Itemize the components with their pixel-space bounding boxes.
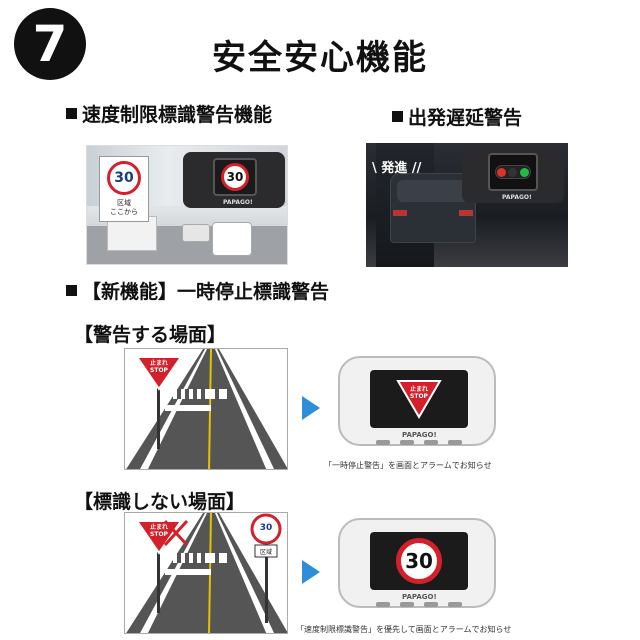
section-speed-heading: 速度制限標識警告機能 [66,100,272,127]
arrow-right-icon [302,396,320,420]
section-number: 7 [32,15,68,73]
brand-logo: PAPAGO! [402,593,437,601]
square-bullet-icon [392,111,403,122]
page-title: 安全安心機能 [212,38,428,78]
brand-logo: PAPAGO! [402,431,437,439]
start-overlay-text: \ 発進 // [372,161,422,176]
cam-speed-sign: 30 [396,538,442,584]
road-graphic [126,349,287,469]
stop-sign-text: 止まれ STOP [149,524,168,538]
scene-warn-caption: 「一時停止警告」を画面とアラームでお知らせ [324,461,492,470]
dashcam-small: 30 PAPAGO! [183,152,285,208]
speed-limit-sign: 30 [107,161,141,195]
speed-limit-photo: 30 区域 ここから 30 PAPAGO! [86,145,288,265]
road-illustration-warn: 止まれ STOP [124,348,288,470]
cam-button [448,602,462,607]
cam-button [400,602,414,607]
car-shape [182,224,210,242]
speed-sign-value: 30 [259,523,273,533]
dashcam-small: PAPAGO! [462,147,564,203]
cam-button [424,602,438,607]
cam-button [424,440,438,445]
arrow-right-icon [302,560,320,584]
traffic-light-icon [495,165,531,179]
cam-button [376,602,390,607]
cam-speed-sign: 30 [221,163,249,191]
square-bullet-icon [66,108,77,119]
brand-logo: PAPAGO! [223,199,253,206]
car-rear-shape [390,173,476,243]
speed-sign-board: 30 区域 ここから [99,156,149,222]
stop-sign-text: 止まれ STOP [149,360,168,374]
section-start-heading: 出発遅延警告 [392,103,522,130]
scene-nowarn-label: 【標識しない場面】 [74,491,246,513]
start-delay-photo: \ 発進 // PAPAGO! [366,143,568,267]
brand-logo: PAPAGO! [502,194,532,201]
square-bullet-icon [66,285,77,296]
car-shape [212,222,252,256]
speed-sign-sub: 区域 [259,549,272,556]
stop-sign-icon [396,380,442,419]
dashcam-warn: 止まれ STOP PAPAGO! [338,356,496,446]
cam-button [400,440,414,445]
scene-nowarn-caption: 「速度制限標識警告」を優先して画面とアラームでお知らせ [296,625,512,634]
scene-warn-label: 【警告する場面】 [74,324,227,346]
cam-button [376,440,390,445]
road-graphic [126,513,287,633]
dashcam-nowarn: 30 PAPAGO! [338,518,496,608]
section-stop-heading: 【新機能】一時停止標識警告 [66,277,329,304]
section-number-badge: 7 [14,8,86,80]
cam-button [448,440,462,445]
road-illustration-nowarn: 止まれ STOP 30 区域 [124,512,288,634]
